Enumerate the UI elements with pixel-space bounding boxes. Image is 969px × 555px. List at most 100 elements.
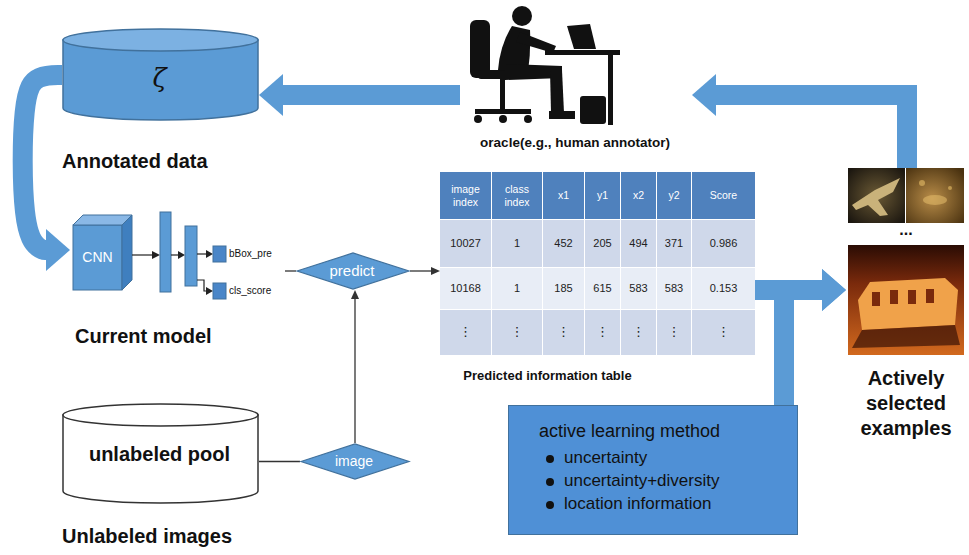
table-cell: 452 xyxy=(543,220,584,267)
table-cell: ⋮ xyxy=(440,310,491,355)
node-label: cls_score xyxy=(229,285,271,297)
connector xyxy=(285,271,296,272)
node-label: uncertainty+diversity xyxy=(564,471,719,491)
table-header: Score xyxy=(692,172,755,219)
cnn-illustration-part xyxy=(73,225,122,290)
node-label: bBox_pre xyxy=(229,248,272,260)
flow-band xyxy=(716,95,907,168)
sonar-image-part xyxy=(908,290,916,304)
annotator-figure-part xyxy=(545,50,620,55)
annotator-figure-part xyxy=(475,109,531,114)
table-header: y1 xyxy=(585,172,620,219)
sonar-image-part xyxy=(872,292,880,306)
annotator-figure-part xyxy=(500,79,505,109)
annotator-figure xyxy=(470,6,620,125)
cnn-illustration-part xyxy=(213,283,226,299)
table-cell: 494 xyxy=(621,220,656,267)
cylinder-top xyxy=(63,404,258,426)
table-cell: 10027 xyxy=(440,220,491,267)
connector xyxy=(259,74,460,116)
connector-line xyxy=(354,299,355,443)
cnn-illustration-part xyxy=(197,280,207,291)
connector xyxy=(351,290,359,443)
bullet-dot xyxy=(546,478,554,486)
table-cell: 583 xyxy=(657,268,691,309)
arrow-head xyxy=(351,290,359,299)
arrow-head xyxy=(692,74,716,116)
decision-diamond: image xyxy=(300,443,410,480)
sonar-image-part xyxy=(923,195,947,205)
table-cell: ⋮ xyxy=(621,310,656,355)
connector xyxy=(784,269,846,405)
annotator-figure-part xyxy=(550,70,564,113)
table-header: class index xyxy=(492,172,542,219)
flow-band xyxy=(283,85,460,105)
table-cell: ⋮ xyxy=(543,310,584,355)
connector-line xyxy=(285,270,296,271)
flow-band xyxy=(23,75,62,250)
node-label: uncertainty xyxy=(564,448,647,468)
node-text: oracle(e.g., human annotator) xyxy=(460,135,690,151)
cylinder-body xyxy=(63,40,258,120)
node-text: ζ xyxy=(62,64,257,94)
arrow-head xyxy=(259,74,283,116)
decision-diamond: predict xyxy=(296,252,410,290)
oracle-annotator: oracle(e.g., human annotator) xyxy=(460,2,692,154)
node-label: location information xyxy=(564,494,711,514)
node-label: Current model xyxy=(75,325,212,348)
table-header: image index xyxy=(440,172,491,219)
sonar-image-part xyxy=(848,245,964,355)
sonar-image-part xyxy=(848,168,905,223)
table-cell: ⋮ xyxy=(492,310,542,355)
sonar-image-part xyxy=(858,278,958,330)
node-text: Predicted information table xyxy=(440,369,655,384)
annotated-data-store: ζAnnotated data xyxy=(62,28,259,178)
arrow-head xyxy=(46,229,70,271)
cnn-illustration-part xyxy=(206,250,213,258)
sonar-image-part xyxy=(890,290,898,304)
annotator-figure-part xyxy=(567,24,596,49)
cnn-illustration-part xyxy=(152,251,160,259)
cnn-illustration-part xyxy=(178,251,185,259)
annotator-figure-part xyxy=(524,115,532,123)
node-text: ... xyxy=(846,221,966,239)
flow-band xyxy=(784,290,822,405)
cnn-illustration-part xyxy=(122,215,132,290)
sonar-image xyxy=(848,168,964,355)
cnn-illustration-part xyxy=(160,212,171,292)
cnn-illustration-part xyxy=(171,254,179,255)
table-cell: 0.153 xyxy=(692,268,755,309)
info-table-grid: image indexclass indexx1y1x2y2Score10027… xyxy=(440,172,755,355)
node-text: predict xyxy=(296,262,408,279)
sonar-image-part xyxy=(906,168,964,223)
table-cell: 10168 xyxy=(440,268,491,309)
annotator-figure-part xyxy=(474,115,482,123)
arrow-head xyxy=(431,267,440,275)
connector-line xyxy=(259,461,300,462)
connector xyxy=(410,267,440,275)
table-cell: 0.986 xyxy=(692,220,755,267)
diamond-shape xyxy=(297,253,409,289)
connector xyxy=(259,461,300,462)
table-cell: 615 xyxy=(585,268,620,309)
cnn-illustration-part xyxy=(197,253,207,254)
table-cell: 371 xyxy=(657,220,691,267)
table-cell: 205 xyxy=(585,220,620,267)
cylinder-top xyxy=(63,29,258,51)
unlabeled-pool-store: unlabeled poolUnlabeled images xyxy=(62,403,259,553)
annotator-figure-part xyxy=(549,111,575,119)
sonar-image-part xyxy=(926,289,934,303)
table-cell: 185 xyxy=(543,268,584,309)
bullet-dot xyxy=(546,501,554,509)
table-cell: 1 xyxy=(492,268,542,309)
connector xyxy=(692,74,907,168)
diamond-shape xyxy=(301,444,409,479)
node-text: CNN xyxy=(73,249,122,265)
table-header: x1 xyxy=(543,172,584,219)
table-header: x2 xyxy=(621,172,656,219)
arrow-head xyxy=(822,269,846,311)
cnn-illustration-part xyxy=(132,254,153,255)
node-text: active learning method xyxy=(539,421,720,442)
arrow-head xyxy=(822,269,846,311)
